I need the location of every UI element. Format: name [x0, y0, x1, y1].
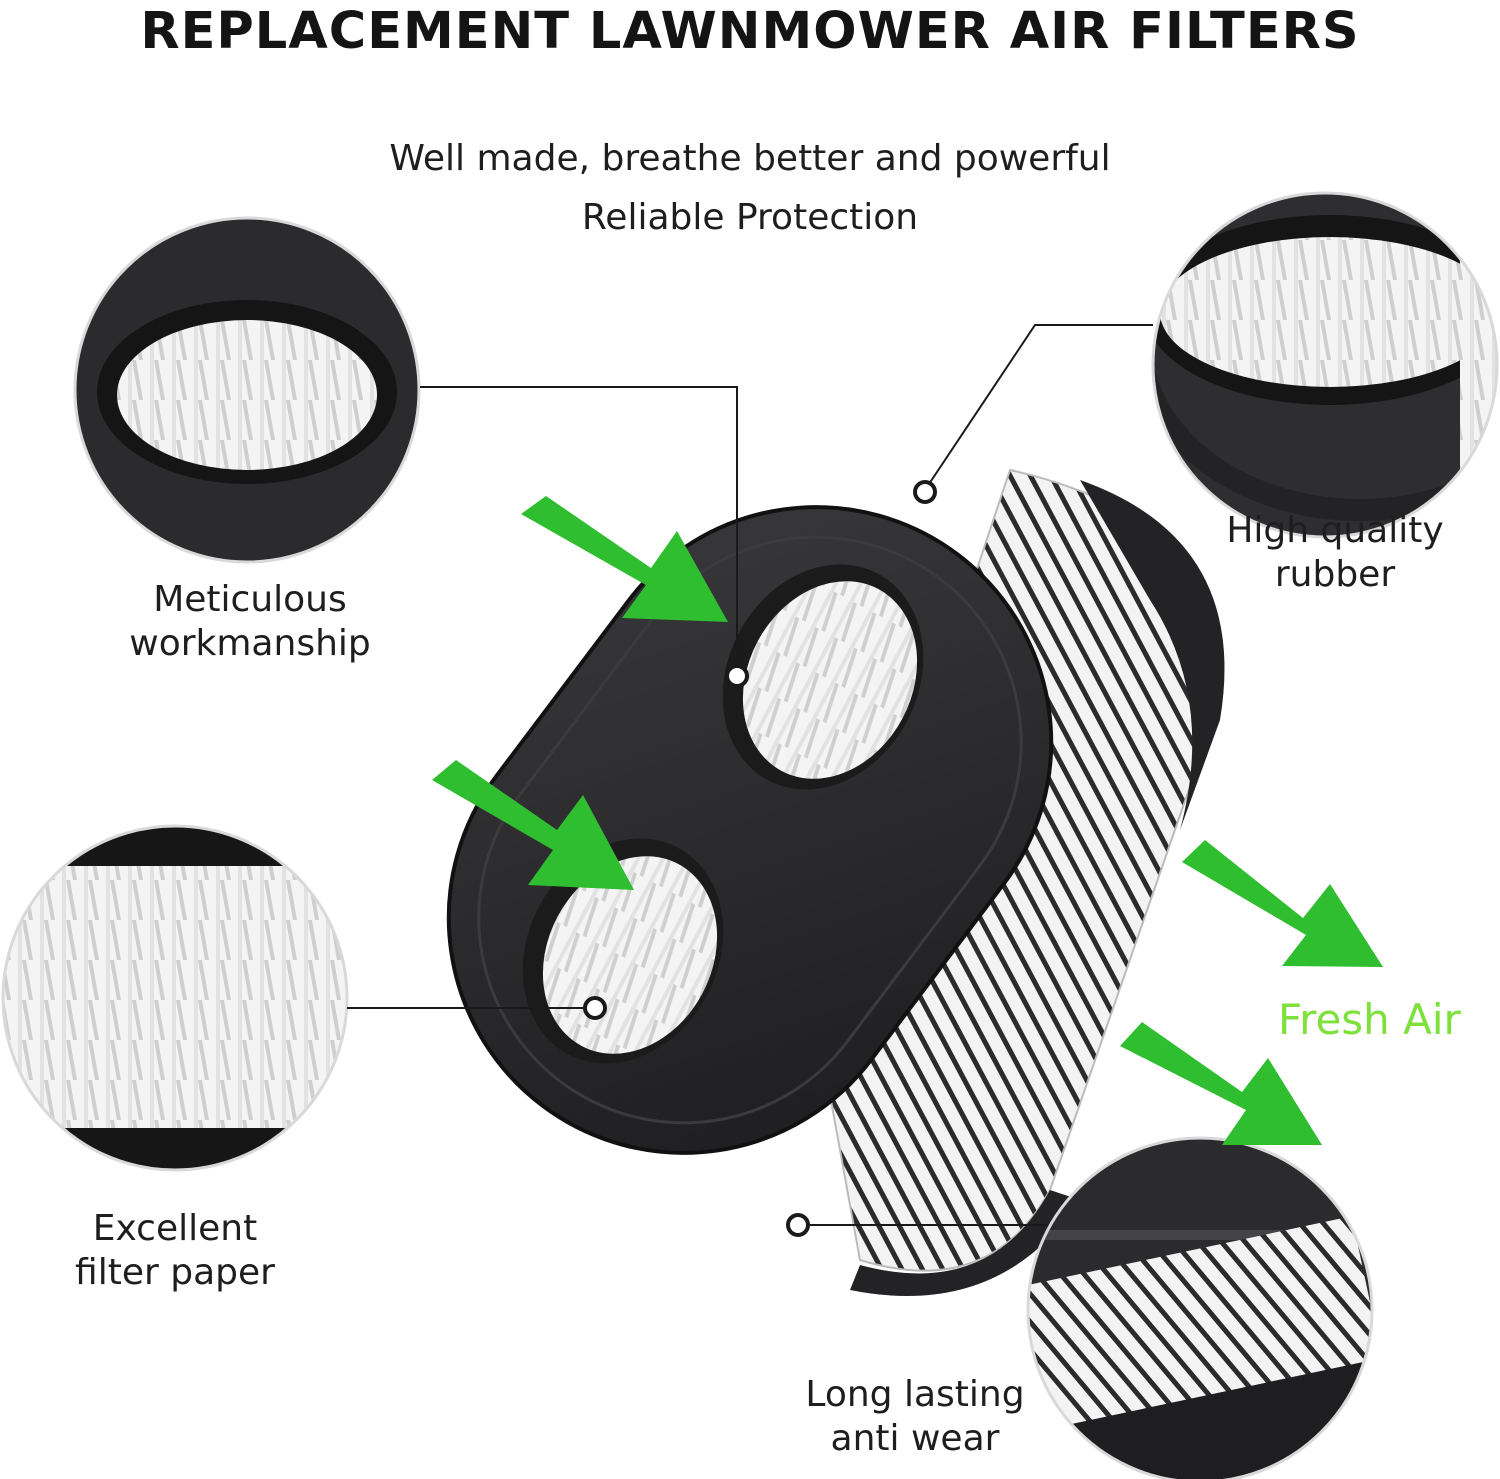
subtitle-line-1: Well made, breathe better and powerful — [389, 138, 1111, 179]
callout-markers — [583, 480, 937, 1237]
feature-wear-line-1: Long lasting — [805, 1374, 1025, 1415]
filter-bottom-rim — [850, 1190, 1080, 1296]
subtitle-line-2: Reliable Protection — [581, 197, 919, 238]
callout-line-workmanship — [420, 386, 738, 676]
filter-opening-upper — [722, 564, 924, 790]
feature-paper-line-2: filter paper — [75, 1252, 275, 1293]
feature-rubber-line-2: rubber — [1274, 554, 1396, 595]
feature-paper-line-1: Excellent — [92, 1208, 258, 1249]
filter-back-rim — [1080, 480, 1225, 830]
feature-paper-label: Excellent filter paper — [30, 1207, 320, 1295]
detail-circle-workmanship — [73, 216, 421, 564]
airflow-arrows — [432, 496, 1383, 1145]
detail-circle-anti-wear — [1026, 1136, 1374, 1479]
fresh-air-label: Fresh Air — [1278, 995, 1461, 1044]
detail-circle-rubber — [1151, 191, 1499, 539]
detail-circle-filter-paper — [1, 824, 349, 1172]
arrow-out-lower-icon — [1120, 1022, 1322, 1145]
arrow-in-upper-icon — [521, 496, 728, 622]
arrow-in-lower-icon — [432, 760, 634, 890]
feature-rubber-line-1: High quality — [1226, 510, 1444, 551]
arrow-out-upper-icon — [1182, 840, 1383, 967]
callout-line-rubber — [924, 324, 1153, 491]
air-filter-product — [446, 468, 1225, 1296]
feature-workmanship-label: Meticulous workmanship — [100, 578, 400, 666]
feature-rubber-label: High quality rubber — [1190, 509, 1480, 597]
feature-workmanship-line-2: workmanship — [129, 623, 371, 664]
feature-wear-line-2: anti wear — [830, 1418, 1000, 1459]
feature-wear-label: Long lasting anti wear — [770, 1373, 1060, 1461]
feature-workmanship-line-1: Meticulous — [153, 579, 347, 620]
page-title: REPLACEMENT LAWNMOWER AIR FILTERS — [140, 2, 1360, 61]
